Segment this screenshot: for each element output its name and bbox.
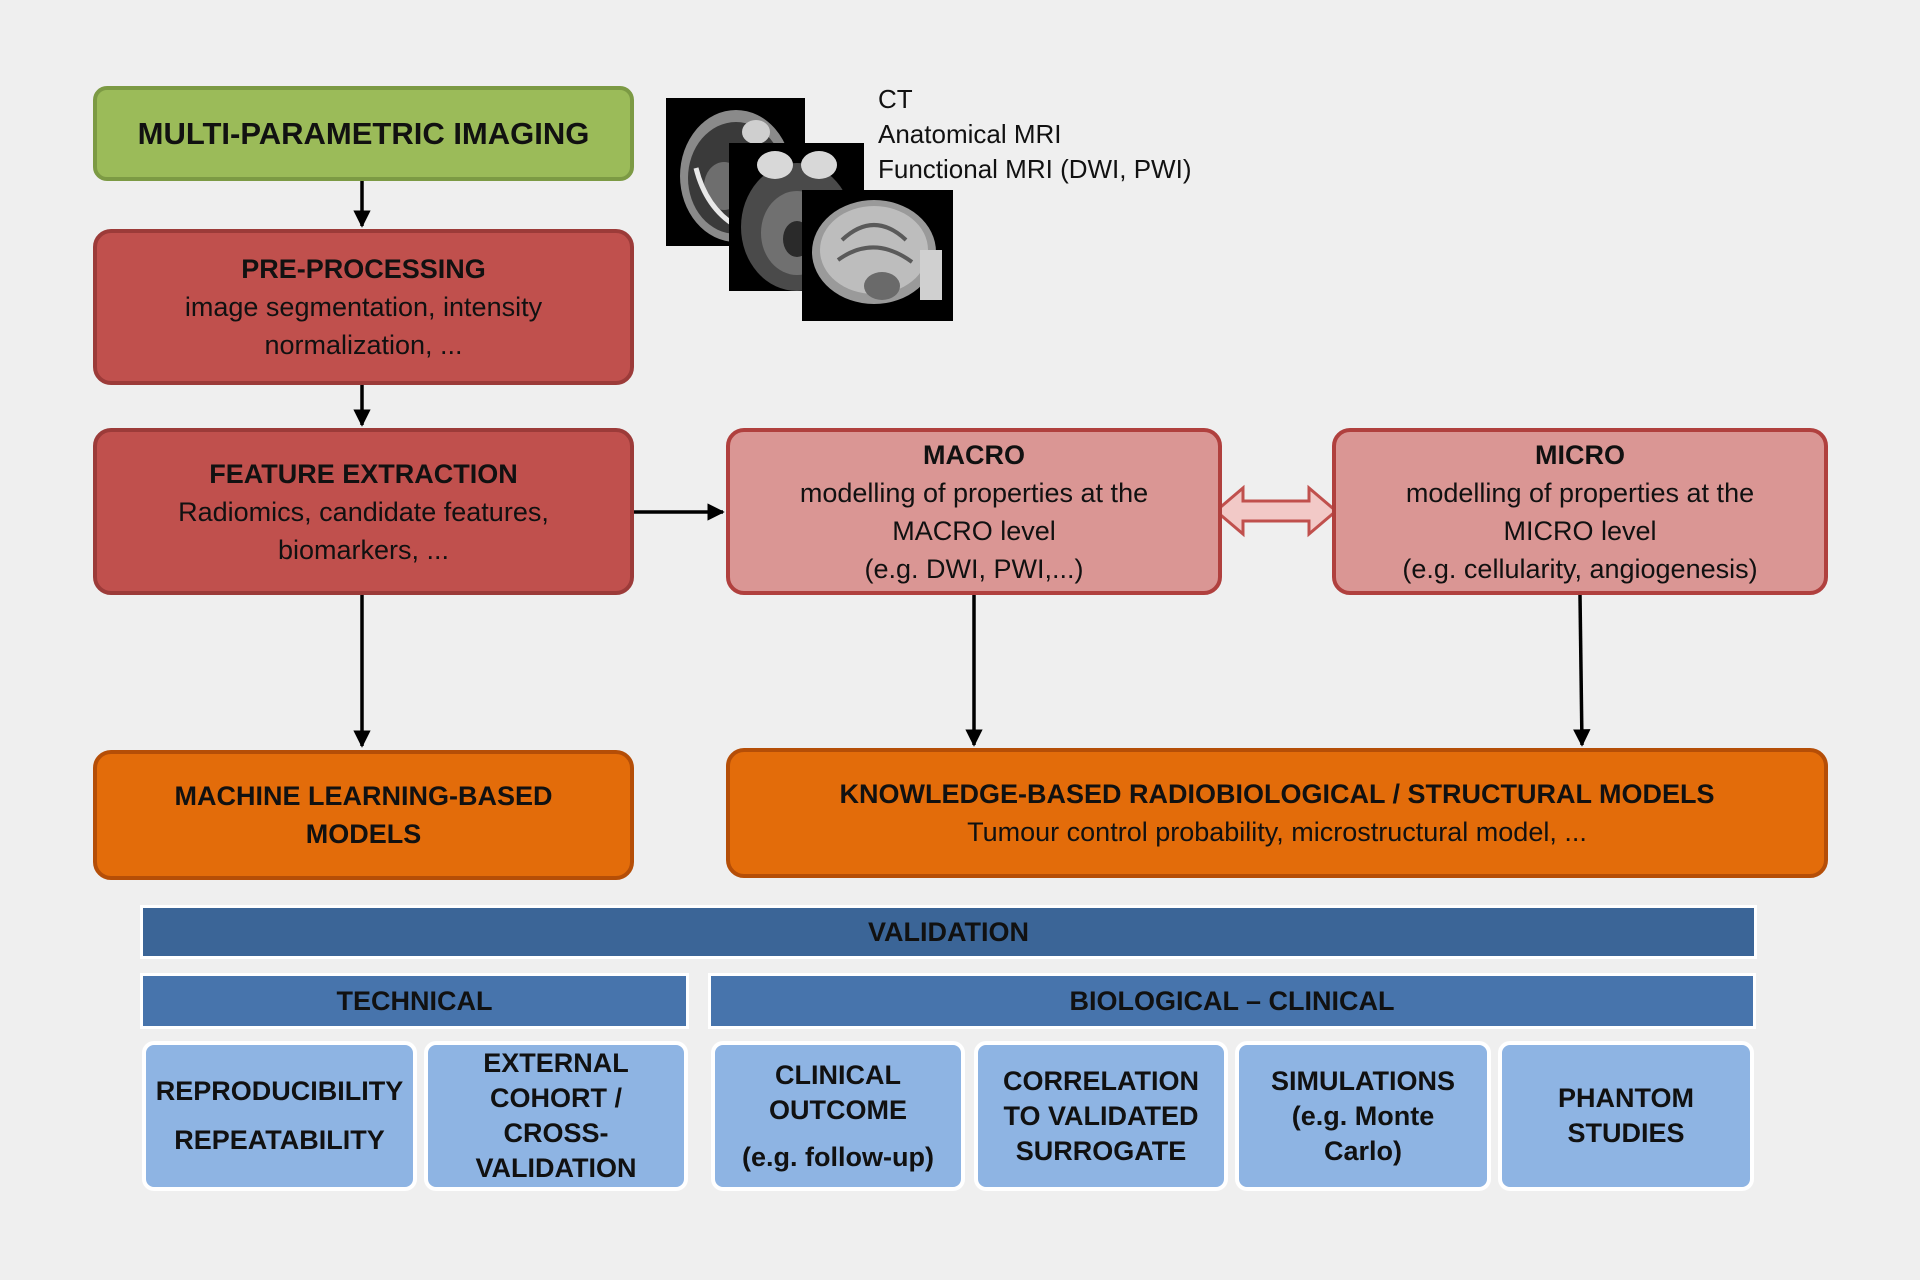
- repeatability-label: REPEATABILITY: [174, 1125, 385, 1155]
- to-validated-label: TO VALIDATED: [1003, 1100, 1199, 1131]
- studies-label: STUDIES: [1567, 1118, 1685, 1148]
- feature-extraction-desc-line2: biomarkers, ...: [277, 534, 450, 565]
- simulations-box: SIMULATIONS (e.g. Monte Carlo): [1235, 1041, 1491, 1191]
- micro-desc-line2: MICRO level: [1503, 515, 1657, 546]
- preprocessing-desc-line1: image segmentation, intensity: [184, 292, 543, 322]
- knowledge-models-title: KNOWLEDGE-BASED RADIOBIOLOGICAL / STRUCT…: [839, 779, 1715, 809]
- micro-desc-line3: (e.g. cellularity, angiogenesis): [1402, 553, 1758, 584]
- macro-desc-line3: (e.g. DWI, PWI,...): [864, 553, 1084, 584]
- macro-desc-line1: modelling of properties at the: [799, 477, 1149, 508]
- multi-parametric-imaging-box: MULTI-PARAMETRIC IMAGING: [93, 86, 634, 181]
- preprocessing-title: PRE-PROCESSING: [241, 254, 486, 284]
- simulations-label: SIMULATIONS: [1271, 1065, 1455, 1096]
- carlo-label: Carlo): [1323, 1135, 1402, 1166]
- modality-functional-mri: Functional MRI (DWI, PWI): [878, 154, 1192, 184]
- modality-anatomical-mri: Anatomical MRI: [878, 119, 1062, 149]
- validation-header: VALIDATION: [140, 905, 1757, 959]
- cohort-label: COHORT /: [490, 1083, 622, 1113]
- surrogate-label: SURROGATE: [1015, 1135, 1187, 1166]
- macro-title: MACRO: [923, 439, 1025, 470]
- preprocessing-desc-line2: normalization, ...: [264, 330, 463, 360]
- preprocessing-box: PRE-PROCESSING image segmentation, inten…: [93, 229, 634, 385]
- cross-label: CROSS-: [503, 1118, 609, 1148]
- correlation-label: CORRELATION: [1003, 1065, 1199, 1096]
- biological-clinical-title: BIOLOGICAL – CLINICAL: [1069, 985, 1395, 1016]
- macro-box: MACRO modelling of properties at the MAC…: [726, 428, 1222, 595]
- macro-desc-line2: MACRO level: [892, 515, 1056, 546]
- external-label: EXTERNAL: [483, 1048, 629, 1078]
- functional-mri-image: [802, 190, 953, 321]
- technical-title: TECHNICAL: [336, 985, 493, 1016]
- micro-desc-line1: modelling of properties at the: [1405, 477, 1755, 508]
- ml-models-line2: MODELS: [305, 819, 422, 849]
- monte-label: (e.g. Monte: [1291, 1100, 1435, 1131]
- validation-title: VALIDATION: [868, 916, 1029, 947]
- phantom-studies-box: PHANTOM STUDIES: [1498, 1041, 1754, 1191]
- external-cohort-box: EXTERNAL COHORT / CROSS- VALIDATION: [424, 1041, 688, 1191]
- feature-extraction-box: FEATURE EXTRACTION Radiomics, candidate …: [93, 428, 634, 595]
- outcome-label: OUTCOME: [769, 1094, 907, 1125]
- biological-clinical-header: BIOLOGICAL – CLINICAL: [708, 973, 1756, 1029]
- feature-extraction-title: FEATURE EXTRACTION: [209, 458, 518, 489]
- follow-up-label: (e.g. follow-up): [742, 1141, 934, 1172]
- machine-learning-models-box: MACHINE LEARNING-BASED MODELS: [93, 750, 634, 880]
- knowledge-based-models-box: KNOWLEDGE-BASED RADIOBIOLOGICAL / STRUCT…: [726, 748, 1828, 878]
- modality-ct: CT: [878, 84, 913, 114]
- double-arrow-macro-micro: [1213, 484, 1339, 538]
- imaging-title: MULTI-PARAMETRIC IMAGING: [137, 115, 590, 151]
- knowledge-models-desc: Tumour control probability, microstructu…: [967, 817, 1587, 847]
- clinical-label: CLINICAL: [775, 1059, 901, 1090]
- ml-models-line1: MACHINE LEARNING-BASED: [174, 781, 553, 811]
- feature-extraction-desc-line1: Radiomics, candidate features,: [178, 496, 549, 527]
- validation-label: VALIDATION: [475, 1153, 637, 1183]
- reproducibility-box: REPRODUCIBILITY REPEATABILITY: [142, 1041, 417, 1191]
- reproducibility-label: REPRODUCIBILITY: [155, 1076, 404, 1106]
- modality-list: CT Anatomical MRI Functional MRI (DWI, P…: [878, 82, 1191, 187]
- correlation-surrogate-box: CORRELATION TO VALIDATED SURROGATE: [974, 1041, 1228, 1191]
- technical-header: TECHNICAL: [140, 973, 689, 1029]
- micro-title: MICRO: [1535, 439, 1625, 470]
- arrow-micro-to-knowledge: [1573, 594, 1591, 747]
- phantom-label: PHANTOM: [1557, 1083, 1694, 1113]
- clinical-outcome-box: CLINICAL OUTCOME (e.g. follow-up): [711, 1041, 965, 1191]
- micro-box: MICRO modelling of properties at the MIC…: [1332, 428, 1828, 595]
